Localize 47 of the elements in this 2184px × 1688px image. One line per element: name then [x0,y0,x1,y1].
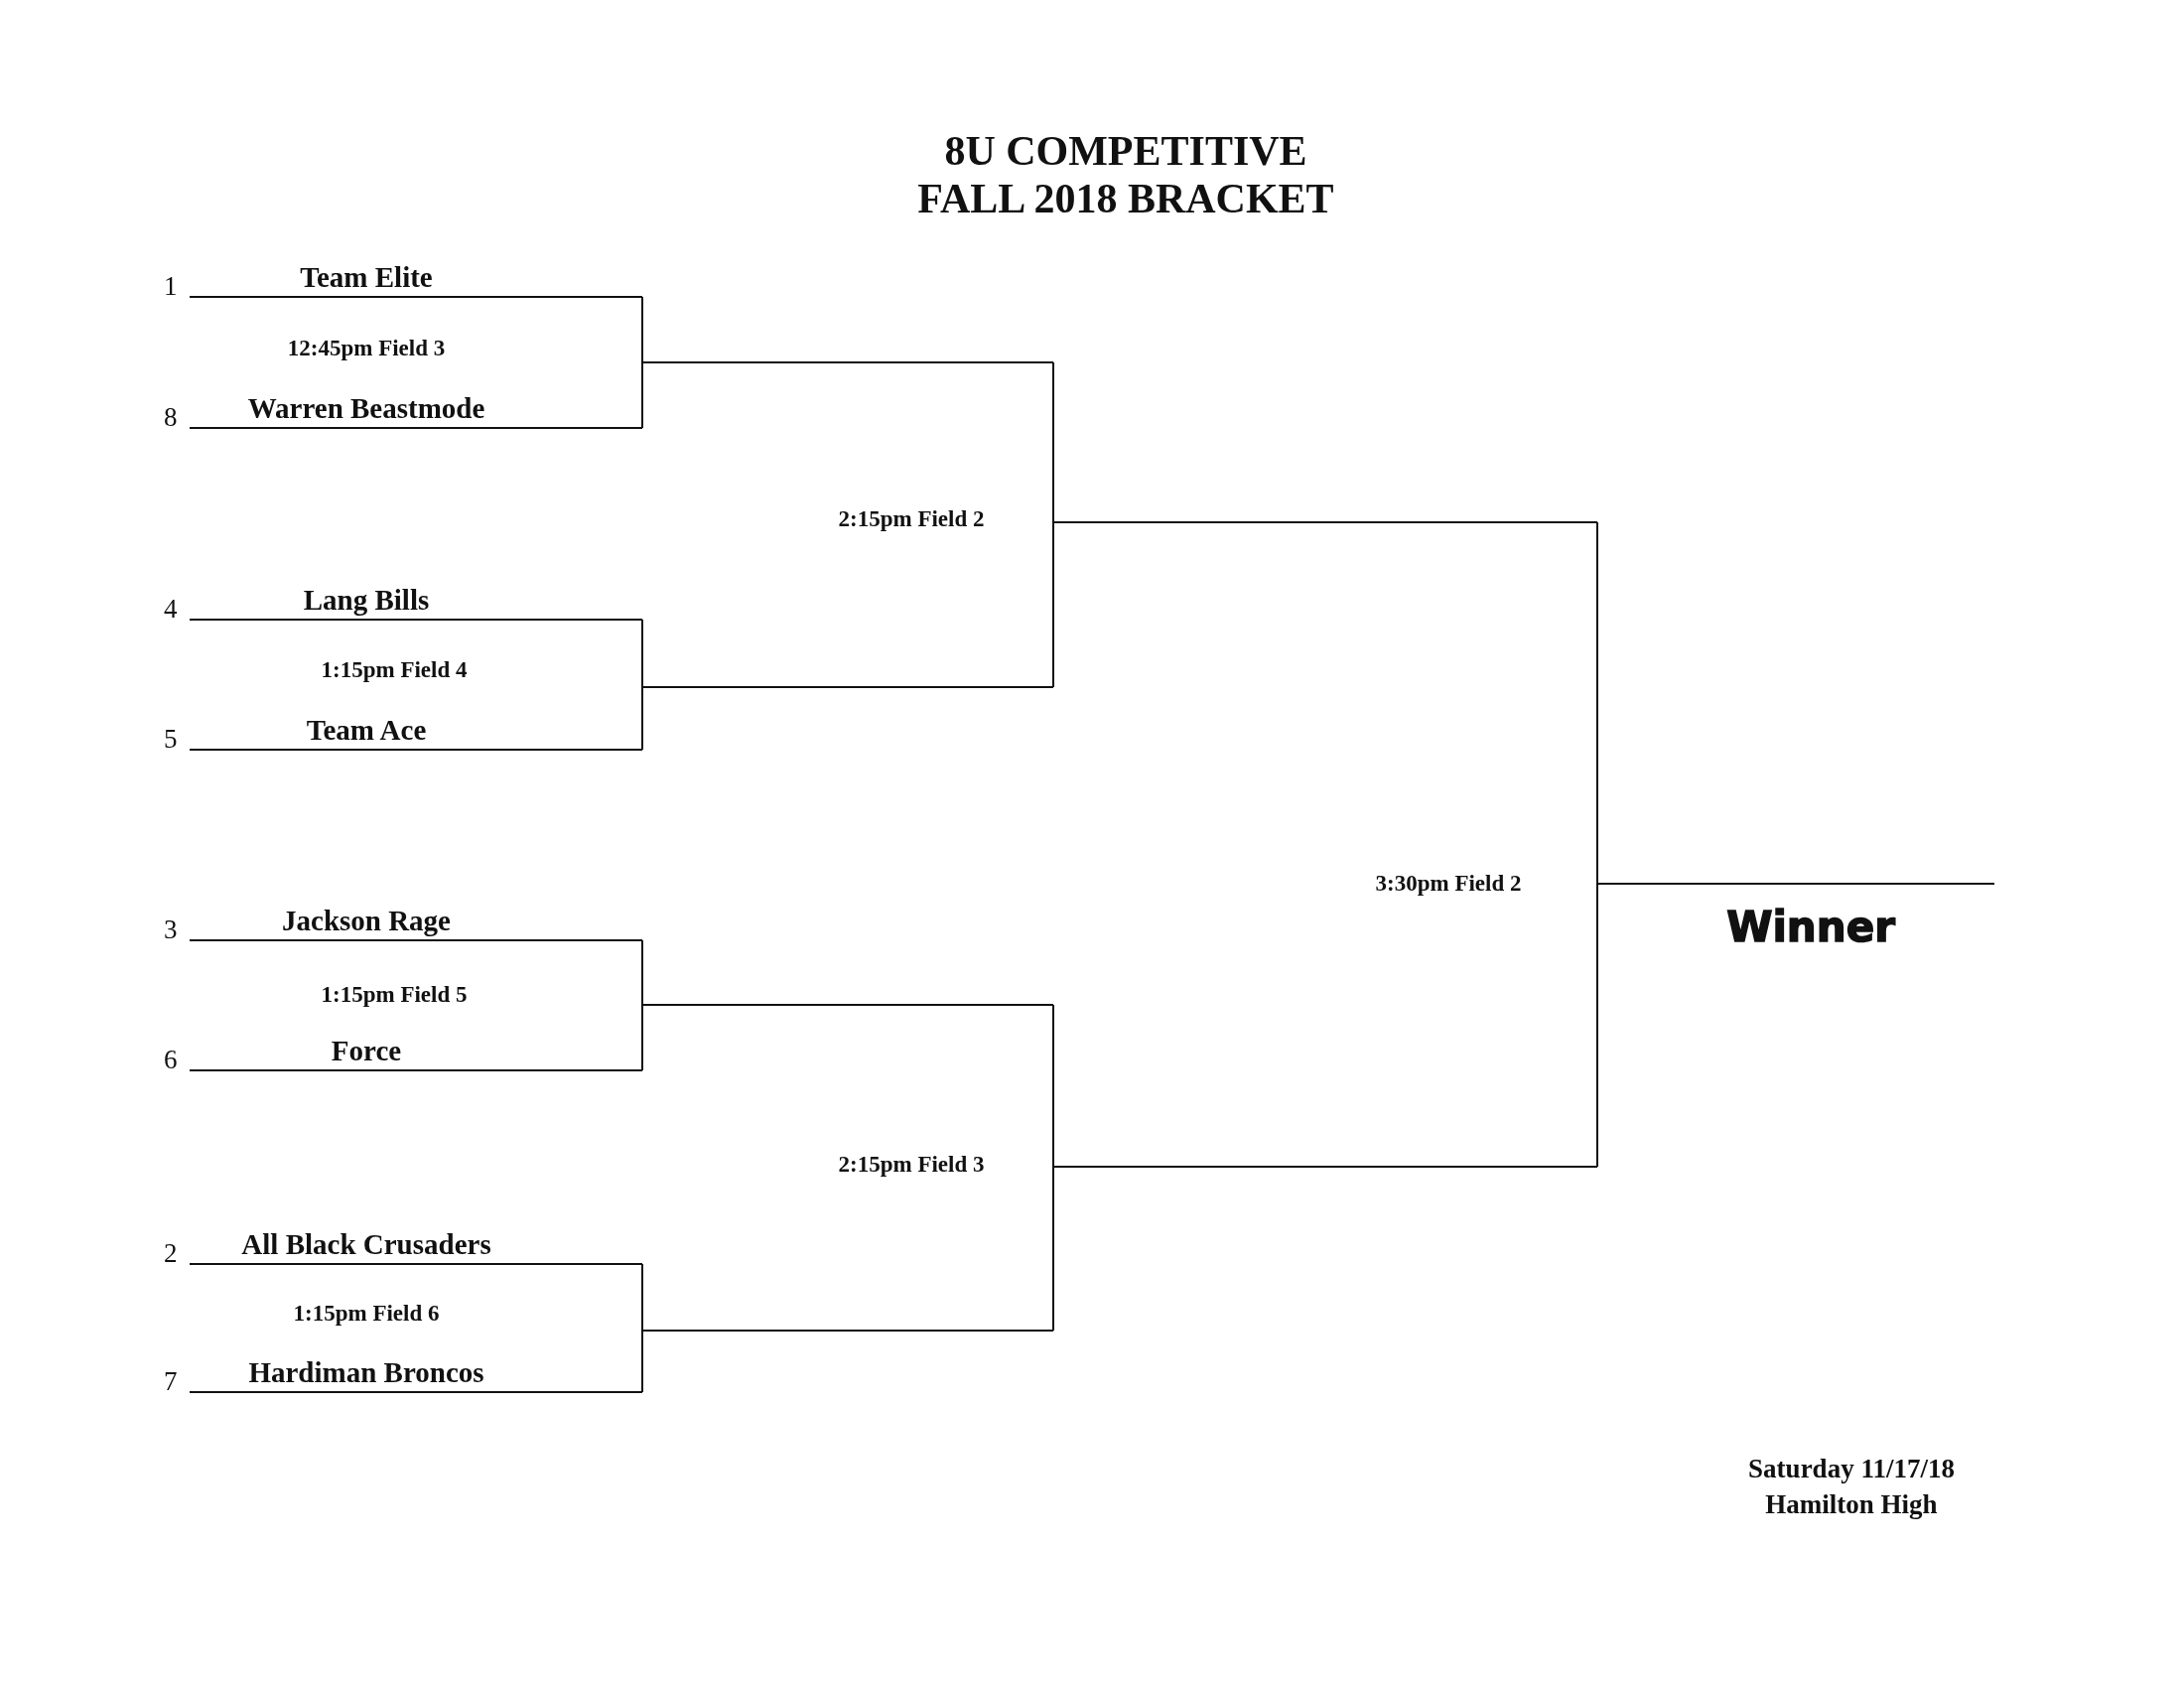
bracket-title: 8U COMPETITIVE FALL 2018 BRACKET [916,127,1335,222]
bracket-connector [1052,1166,1054,1332]
bracket-connector [641,686,643,751]
footer-note: Hamilton High [1765,1488,1938,1520]
seed-number: 4 [164,594,178,625]
bracket-connector [641,939,643,1006]
seed-number: 8 [164,402,178,433]
bracket-connector [1596,521,1598,885]
bracket-line [642,361,1053,363]
bracket-connector [641,1330,643,1393]
seed-number: 5 [164,724,178,755]
match-time: 2:15pm Field 3 [838,1152,985,1178]
bracket-connector [641,619,643,688]
team-name: Jackson Rage [282,905,451,937]
bracket-connector [1052,521,1054,688]
team-name: Force [331,1035,402,1067]
bracket-connector [641,1263,643,1332]
match-time: 12:45pm Field 3 [287,336,446,361]
team-name: Lang Bills [303,584,430,617]
seed-number: 7 [164,1366,178,1397]
team-name: Warren Beastmode [247,392,485,425]
team-name: Team Elite [300,261,433,294]
bracket-line [1053,521,1597,523]
match-time: 1:15pm Field 6 [293,1301,440,1327]
bracket-connector [641,296,643,363]
bracket-line [642,1004,1053,1006]
bracket-connector [641,1004,643,1071]
bracket-line [1053,1166,1597,1168]
bracket-line [642,686,1053,688]
team-name: All Black Crusaders [241,1228,491,1261]
bracket-connector [1596,883,1598,1168]
bracket-connector [1052,1004,1054,1168]
match-time: 1:15pm Field 4 [321,657,468,683]
bracket-line [642,1330,1053,1332]
winner-label: Winner [1726,903,1895,951]
team-name: Hardiman Broncos [248,1356,484,1389]
seed-number: 3 [164,914,178,945]
footer-note: Saturday 11/17/18 [1748,1453,1955,1484]
bracket-connector [1052,361,1054,523]
bracket-connector [641,361,643,429]
match-time: 1:15pm Field 5 [321,982,468,1008]
match-time: 2:15pm Field 2 [838,506,985,532]
seed-number: 6 [164,1045,178,1075]
team-name: Team Ace [306,714,427,747]
seed-number: 1 [164,271,178,302]
seed-number: 2 [164,1238,178,1269]
match-time: 3:30pm Field 2 [1375,871,1522,897]
